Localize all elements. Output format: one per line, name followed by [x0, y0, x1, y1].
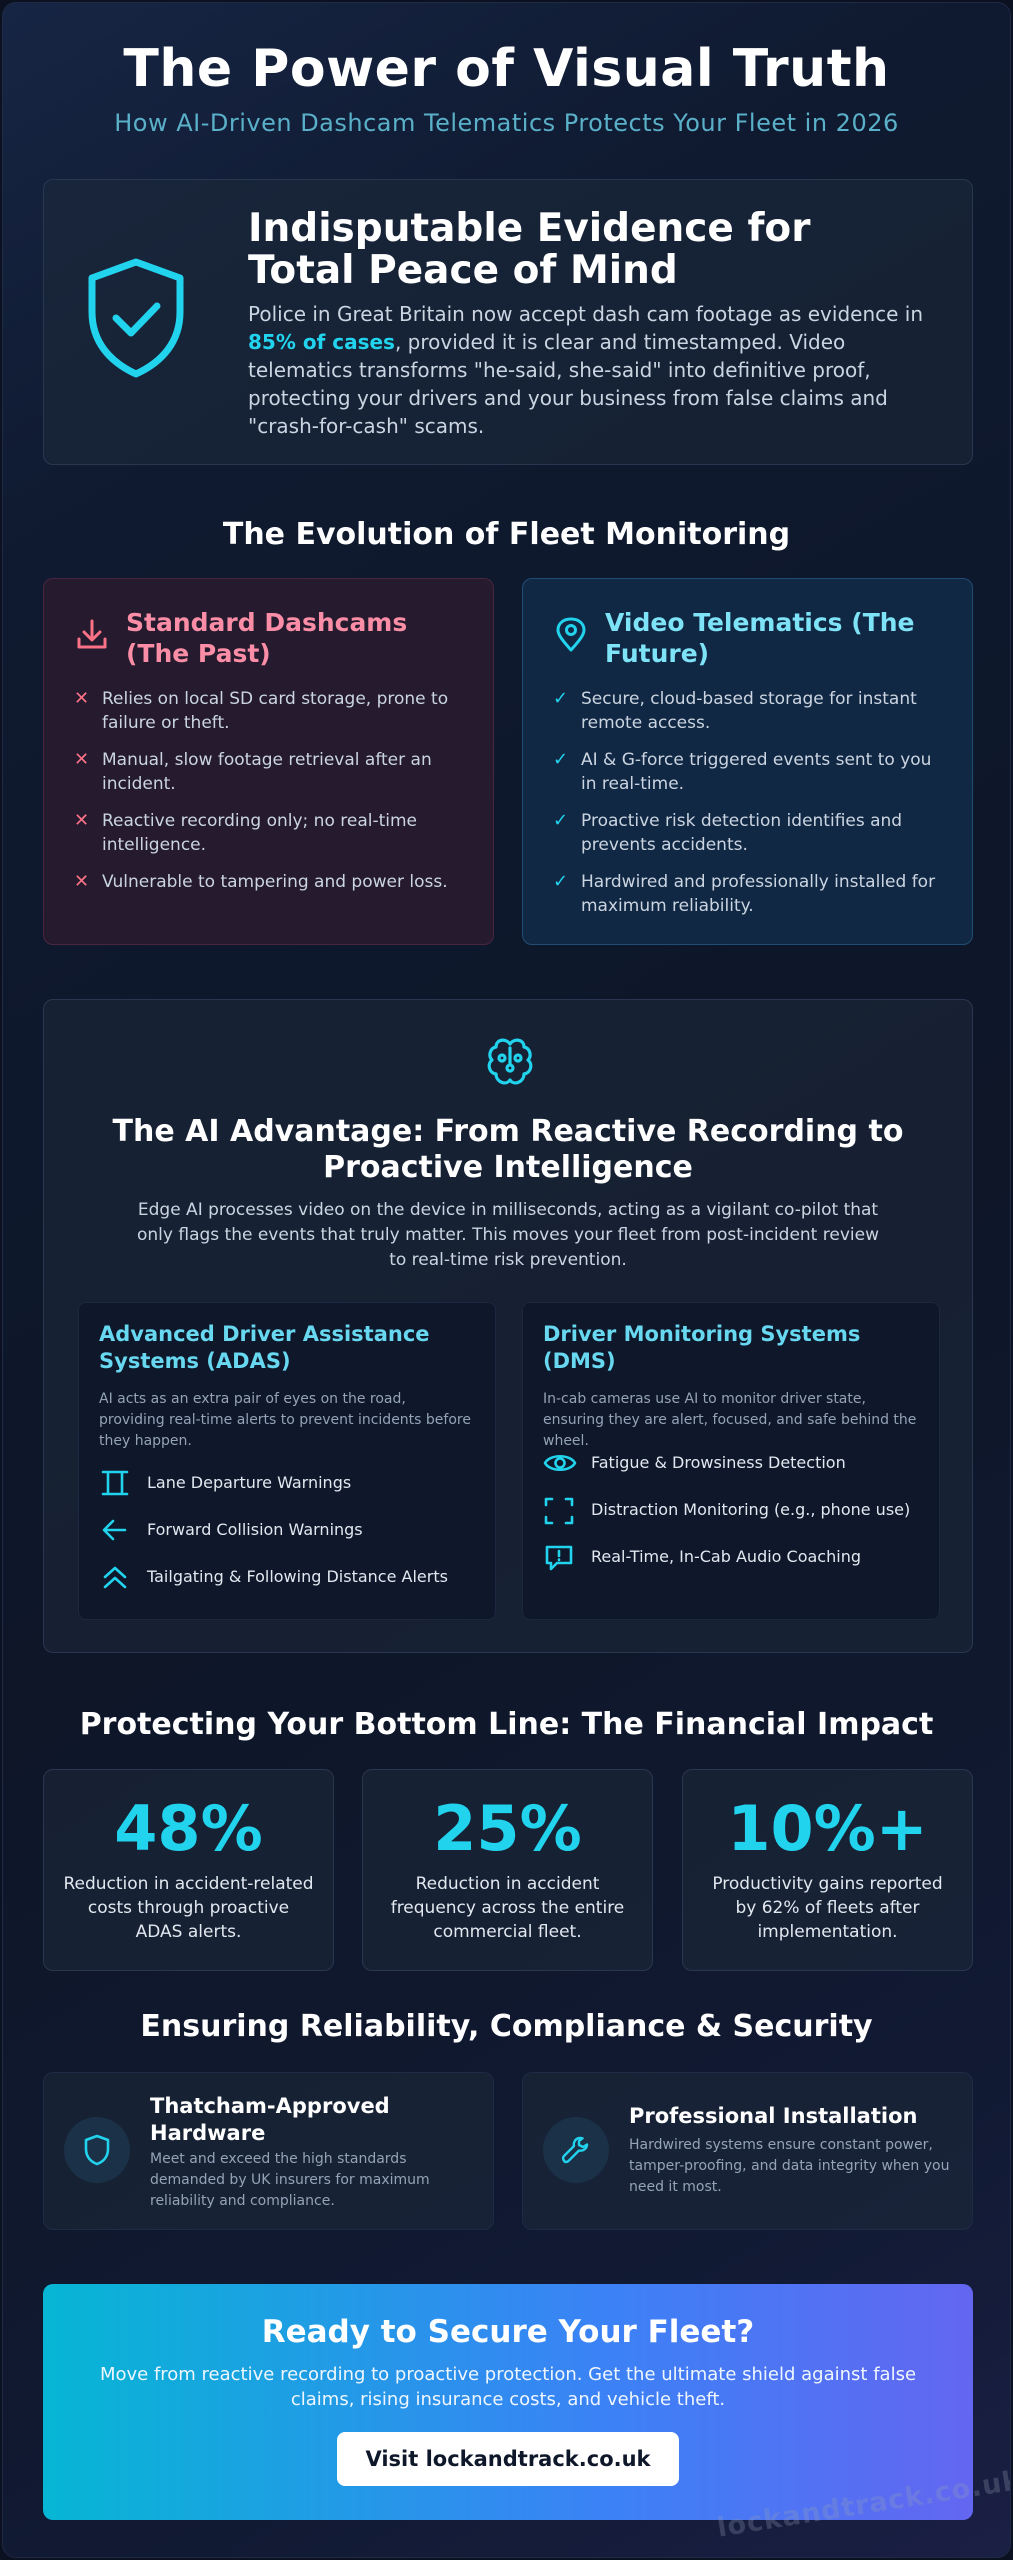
- thatcham-title-line2: Hardware: [150, 2121, 266, 2145]
- stat-description: Productivity gains reported by 62% of fl…: [712, 1874, 943, 1942]
- hero-text-before: Police in Great Britain now accept dash …: [248, 302, 924, 326]
- icon-circle: [64, 2117, 130, 2183]
- stat-value: 25%: [433, 1792, 582, 1865]
- dms-feature-label: Distraction Monitoring (e.g., phone use): [591, 1500, 911, 1519]
- hero-title-line1: Indisputable Evidence for: [248, 206, 811, 251]
- past-item: ✕Relies on local SD card storage, prone …: [74, 688, 449, 733]
- stat-value: 10%+: [727, 1792, 928, 1865]
- x-icon: ✕: [74, 688, 90, 709]
- adas-card: Advanced Driver Assistance Systems (ADAS…: [78, 1302, 496, 1620]
- dms-feature-label: Fatigue & Drowsiness Detection: [591, 1453, 846, 1472]
- cta-text: Move from reactive recording to proactiv…: [99, 2364, 917, 2410]
- x-icon: ✕: [74, 871, 90, 892]
- past-item: ✕Manual, slow footage retrieval after an…: [74, 749, 432, 794]
- stat-card: 10%+ Productivity gains reported by 62% …: [682, 1769, 973, 1971]
- dms-feature-coaching: Real-Time, In-Cab Audio Coaching: [543, 1541, 929, 1573]
- adas-feature-label: Lane Departure Warnings: [147, 1473, 352, 1492]
- chevrons-up-icon: [103, 1566, 127, 1589]
- future-item: ✓Proactive risk detection identifies and…: [553, 810, 903, 855]
- evolution-title: The Evolution of Fleet Monitoring: [222, 517, 791, 552]
- adas-feature-tailgating: Tailgating & Following Distance Alerts: [99, 1561, 485, 1593]
- financial-title: Protecting Your Bottom Line: The Financi…: [79, 1707, 934, 1742]
- hero-title-line2: Total Peace of Mind: [248, 248, 678, 293]
- stat-description: Reduction in accident-related costs thro…: [63, 1874, 314, 1942]
- adas-feature-lane: Lane Departure Warnings: [99, 1467, 485, 1499]
- shield-check-icon: [88, 258, 184, 378]
- future-title-line1: Video Telematics (The: [605, 608, 915, 637]
- adas-feature-label: Tailgating & Following Distance Alerts: [147, 1567, 448, 1586]
- adas-title-line2: Systems (ADAS): [99, 1349, 291, 1373]
- reliability-title: Ensuring Reliability, Compliance & Secur…: [140, 2009, 873, 2044]
- adas-feature-collision: Forward Collision Warnings: [99, 1514, 485, 1546]
- installation-title: Professional Installation: [629, 2104, 918, 2128]
- check-icon: ✓: [553, 871, 569, 892]
- future-item: ✓AI & G-force triggered events sent to y…: [553, 749, 932, 794]
- dms-feature-label: Real-Time, In-Cab Audio Coaching: [591, 1547, 861, 1566]
- wrench-icon: [561, 2136, 589, 2164]
- ai-advantage-card: The AI Advantage: From Reactive Recordin…: [43, 999, 973, 1653]
- future-item: ✓Hardwired and professionally installed …: [553, 871, 936, 916]
- page-title: The Power of Visual Truth: [123, 39, 890, 99]
- hero-text-after: , provided it is clear and timestamped. …: [248, 330, 888, 438]
- stat-card: 25% Reduction in accident frequency acro…: [362, 1769, 653, 1971]
- location-pin-icon: [556, 617, 586, 652]
- installation-card: Professional Installation Hardwired syst…: [522, 2072, 973, 2230]
- check-icon: ✓: [553, 749, 569, 770]
- check-icon: ✓: [553, 810, 569, 831]
- dms-description: In-cab cameras use AI to monitor driver …: [543, 1391, 917, 1449]
- past-item: ✕Reactive recording only; no real-time i…: [74, 810, 418, 855]
- stat-description: Reduction in accident frequency across t…: [390, 1874, 625, 1942]
- brain-icon: [487, 1038, 533, 1085]
- adas-description: AI acts as an extra pair of eyes on the …: [99, 1391, 471, 1449]
- installation-text: Hardwired systems ensure constant power,…: [629, 2137, 950, 2195]
- hero-highlight: 85% of cases: [248, 330, 395, 354]
- hero-card: Indisputable Evidence for Total Peace of…: [43, 179, 973, 465]
- dms-feature-distraction: Distraction Monitoring (e.g., phone use): [543, 1494, 929, 1526]
- cta-banner: Ready to Secure Your Fleet? Move from re…: [43, 2284, 973, 2520]
- arrow-left-icon: [102, 1519, 127, 1541]
- ai-description: Edge AI processes video on the device in…: [137, 1200, 879, 1270]
- past-title-line1: Standard Dashcams: [126, 608, 408, 637]
- icon-circle: [543, 2117, 609, 2183]
- eye-icon: [543, 1454, 577, 1472]
- download-icon: [77, 619, 107, 649]
- adas-feature-label: Forward Collision Warnings: [147, 1520, 363, 1539]
- dms-title-line2: (DMS): [543, 1349, 616, 1373]
- future-title-line2: Future): [605, 639, 710, 668]
- past-title-line2: (The Past): [126, 639, 271, 668]
- visit-website-button[interactable]: Visit lockandtrack.co.uk: [337, 2432, 679, 2486]
- dms-title-line1: Driver Monitoring Systems: [543, 1322, 861, 1346]
- cta-title: Ready to Secure Your Fleet?: [261, 2314, 755, 2350]
- dms-feature-fatigue: Fatigue & Drowsiness Detection: [543, 1447, 929, 1479]
- dms-card: Driver Monitoring Systems (DMS) In-cab c…: [522, 1302, 940, 1620]
- shield-icon: [84, 2134, 110, 2166]
- past-item: ✕Vulnerable to tampering and power loss.: [74, 871, 448, 892]
- thatcham-card: Thatcham-Approved Hardware Meet and exce…: [43, 2072, 494, 2230]
- message-alert-icon: [545, 1545, 573, 1571]
- page-subtitle: How AI-Driven Dashcam Telematics Protect…: [114, 109, 899, 137]
- hero-text: Police in Great Britain now accept dash …: [248, 300, 938, 440]
- adas-title-line1: Advanced Driver Assistance: [99, 1322, 430, 1346]
- check-icon: ✓: [553, 688, 569, 709]
- x-icon: ✕: [74, 810, 90, 831]
- x-icon: ✕: [74, 749, 90, 770]
- ai-title-line2: Proactive Intelligence: [323, 1150, 693, 1185]
- stat-value: 48%: [114, 1792, 263, 1865]
- future-card: Video Telematics (The Future) ✓Secure, c…: [522, 578, 973, 945]
- focus-frame-icon: [544, 1497, 574, 1525]
- ai-title-line1: The AI Advantage: From Reactive Recordin…: [112, 1114, 904, 1149]
- stat-card: 48% Reduction in accident-related costs …: [43, 1769, 334, 1971]
- thatcham-title-line1: Thatcham-Approved: [150, 2094, 390, 2118]
- future-item: ✓Secure, cloud-based storage for instant…: [553, 688, 917, 733]
- past-card: Standard Dashcams (The Past) ✕Relies on …: [43, 578, 494, 945]
- lane-icon: [101, 1470, 129, 1496]
- thatcham-text: Meet and exceed the high standards deman…: [150, 2151, 430, 2209]
